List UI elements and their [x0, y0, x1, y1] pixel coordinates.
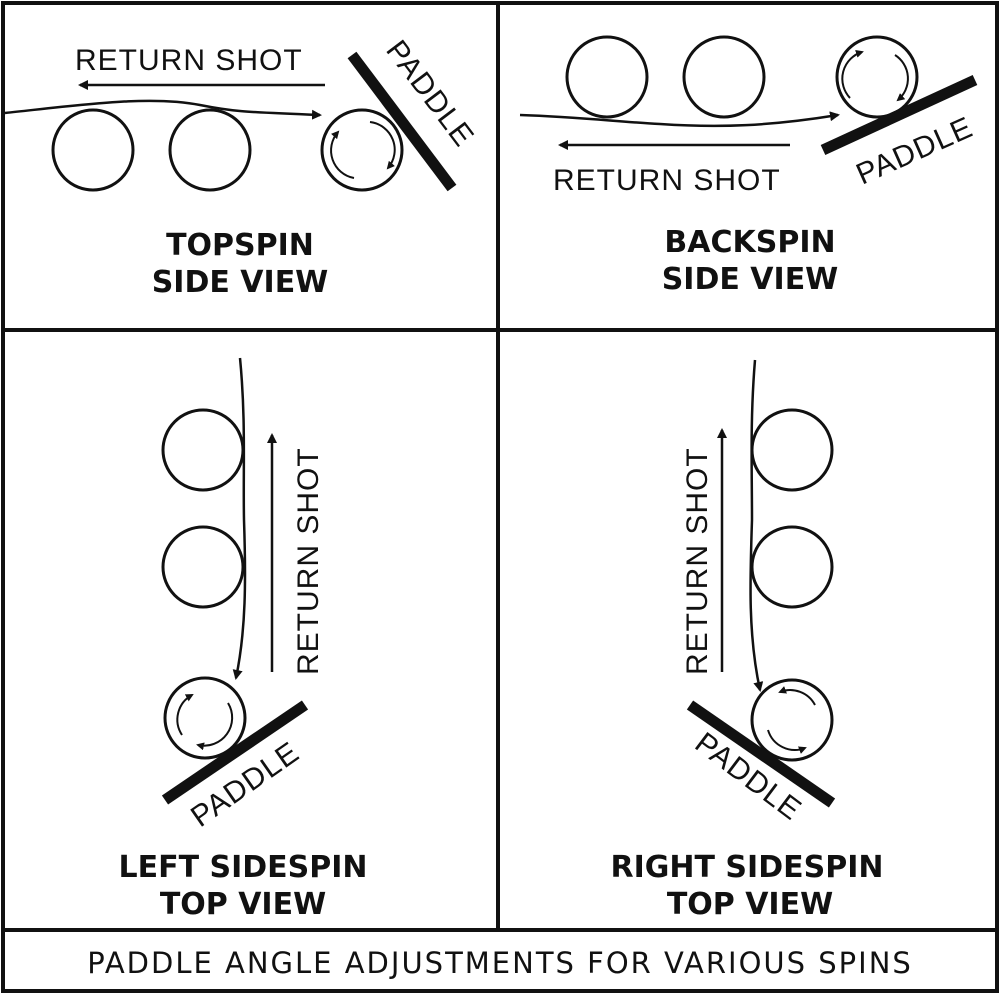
ball [565, 35, 649, 119]
return-shot-label: RETURN SHOT [681, 447, 714, 675]
caption-subtitle: SIDE VIEW [152, 265, 329, 300]
paddle [161, 700, 309, 805]
caption-subtitle: TOP VIEW [667, 887, 833, 922]
ball [51, 108, 135, 192]
ball [750, 408, 834, 492]
paddle [347, 51, 457, 192]
caption-subtitle: TOP VIEW [160, 887, 326, 922]
panel-right-sidespin: RETURN SHOT PADDLE RIGHT SIDESPIN TOP VI… [611, 359, 884, 922]
paddle [820, 75, 978, 155]
right-sidespin-rotation-icon [767, 686, 816, 754]
ball [161, 408, 245, 492]
panel-topspin: RETURN SHOT PADDLE TOPSPIN SIDE VIEW [4, 34, 480, 300]
panel-backspin: PADDLE RETURN SHOT BACKSPIN SIDE VIEW [519, 35, 978, 297]
backspin-rotation-icon [841, 49, 909, 102]
return-shot-label: RETURN SHOT [292, 447, 325, 675]
left-sidespin-rotation-icon [176, 694, 234, 751]
paddle [686, 700, 836, 808]
incoming-ball-path [4, 99, 322, 120]
ball [682, 35, 766, 119]
ball [161, 525, 245, 609]
topspin-rotation-icon [330, 121, 396, 179]
spinning-ball [750, 678, 834, 762]
ball [168, 108, 252, 192]
caption-title: LEFT SIDESPIN [118, 850, 367, 885]
incoming-ball-path [519, 111, 840, 128]
footer-title: PADDLE ANGLE ADJUSTMENTS FOR VARIOUS SPI… [87, 946, 913, 980]
spinning-ball [320, 108, 404, 192]
panel-left-sidespin: RETURN SHOT PADDLE LEFT SIDESPIN TOP VIE… [118, 357, 368, 922]
caption-subtitle: SIDE VIEW [662, 262, 839, 297]
caption-title: BACKSPIN [664, 225, 835, 260]
return-shot-label: RETURN SHOT [553, 164, 781, 197]
ball [750, 525, 834, 609]
incoming-ball-path [749, 359, 764, 692]
incoming-ball-path [232, 357, 247, 680]
spinning-ball [835, 35, 919, 119]
caption-title: RIGHT SIDESPIN [611, 850, 884, 885]
caption-title: TOPSPIN [166, 228, 314, 263]
return-shot-label: RETURN SHOT [75, 44, 303, 77]
